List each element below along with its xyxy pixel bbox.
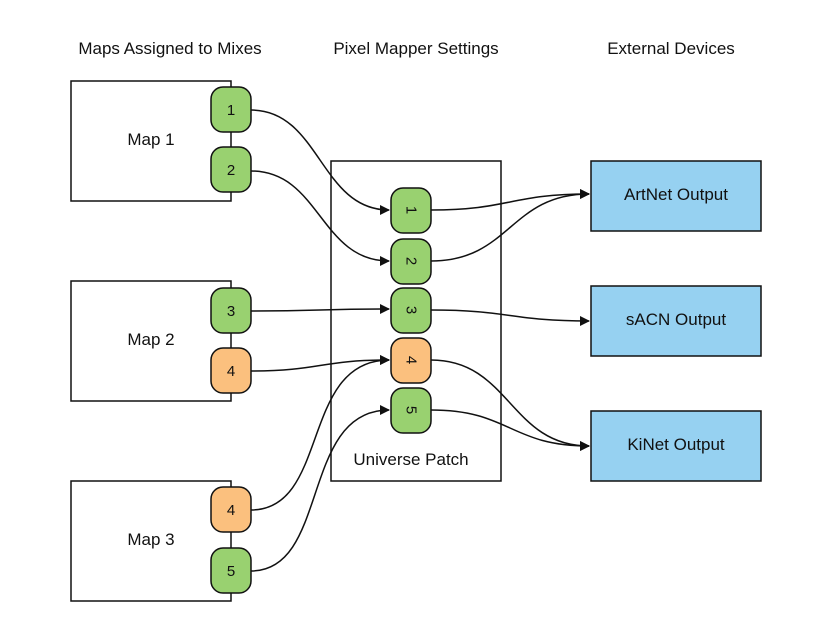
heading-devices: External Devices — [607, 39, 735, 58]
map-2-port-4: 4 — [210, 347, 252, 394]
port-badge — [390, 387, 432, 434]
sacn-output-label: sACN Output — [626, 310, 726, 329]
map-3-label: Map 3 — [127, 530, 174, 549]
map-1-label: Map 1 — [127, 130, 174, 149]
patch-port-5: 5 — [390, 387, 432, 434]
port-number: 1 — [227, 102, 235, 119]
port-number: 4 — [227, 502, 235, 519]
artnet-output-box — [590, 160, 762, 232]
connector-map1-port1-to-patch-1 — [250, 109, 390, 215]
port-badge — [390, 287, 432, 334]
map-1-port-1: 1 — [210, 86, 252, 133]
heading-settings: Pixel Mapper Settings — [333, 39, 498, 58]
patch-port-4: 4 — [390, 337, 432, 384]
connector-patch-5-to-kinet — [430, 409, 590, 451]
map-1-port-2: 2 — [210, 146, 252, 193]
kinet-output-box — [590, 410, 762, 482]
map-1-box — [70, 80, 232, 202]
connector-map1-port2-to-patch-2 — [250, 170, 390, 266]
heading-maps: Maps Assigned to Mixes — [78, 39, 261, 58]
map-3-port-5: 5 — [210, 547, 252, 594]
connector-map2-port3-to-patch-3 — [250, 304, 390, 315]
port-number: 5 — [403, 406, 420, 414]
connector-patch-3-to-sacn — [430, 309, 590, 326]
port-badge — [390, 337, 432, 384]
port-badge — [210, 86, 252, 133]
patch-port-3: 3 — [390, 287, 432, 334]
port-badge — [210, 287, 252, 334]
map-to-patch-connectors — [250, 109, 390, 572]
connector-patch-1-to-artnet — [430, 189, 590, 211]
port-number: 5 — [227, 563, 235, 580]
port-number: 3 — [403, 306, 420, 314]
universe-patch-label: Universe Patch — [353, 450, 468, 469]
port-number: 1 — [403, 206, 420, 214]
port-number: 2 — [227, 162, 235, 179]
connector-patch-4-to-kinet — [430, 359, 590, 451]
map-2-box — [70, 280, 232, 402]
map-2-label: Map 2 — [127, 330, 174, 349]
connector-map2-port4-to-patch-4 — [250, 355, 390, 372]
port-badge — [390, 187, 432, 234]
artnet-output-label: ArtNet Output — [624, 185, 728, 204]
kinet-output-label: KiNet Output — [627, 435, 725, 454]
connector-patch-2-to-artnet — [430, 189, 590, 262]
port-number: 4 — [403, 356, 420, 364]
patch-port-1: 1 — [390, 187, 432, 234]
patch-port-2: 2 — [390, 238, 432, 285]
patch-to-device-connectors — [430, 189, 590, 451]
port-number: 3 — [227, 303, 235, 320]
port-number: 2 — [403, 257, 420, 265]
connector-map3-port5-to-patch-5 — [250, 405, 390, 572]
port-badge — [390, 238, 432, 285]
port-badge — [210, 547, 252, 594]
map-2-port-3: 3 — [210, 287, 252, 334]
sacn-output-box — [590, 285, 762, 357]
port-badge — [210, 347, 252, 394]
map-3-port-4: 4 — [210, 486, 252, 533]
port-badge — [210, 486, 252, 533]
port-badge — [210, 146, 252, 193]
map-3-box — [70, 480, 232, 602]
connector-map3-port4-to-patch-4 — [250, 355, 390, 511]
port-number: 4 — [227, 363, 235, 380]
